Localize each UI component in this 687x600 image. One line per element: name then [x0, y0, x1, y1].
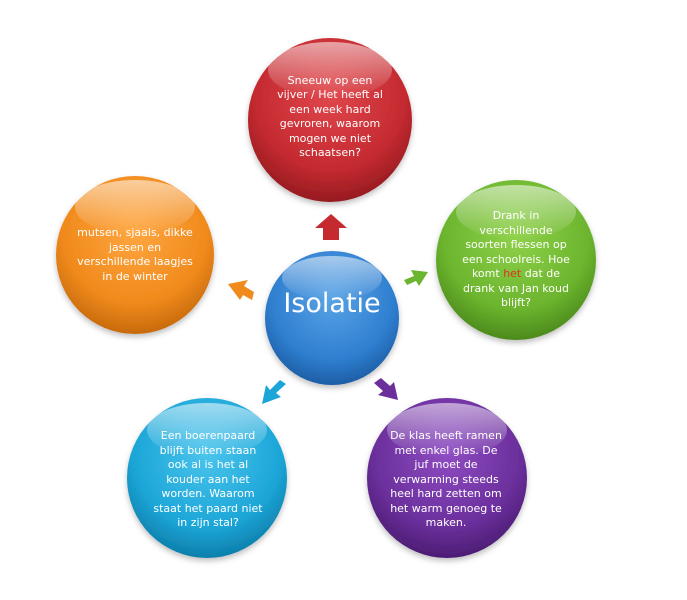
node-bottom-left — [127, 398, 287, 558]
node-bottom-right — [367, 398, 527, 558]
node-right-label: Drank in verschillende soorten flessen o… — [458, 209, 574, 311]
node-top — [248, 38, 412, 202]
node-right-highlight: het — [503, 267, 522, 281]
arrow-bottom-left — [262, 380, 286, 404]
node-bottom-left-text: Een boerenpaard blijft buiten staan ook … — [150, 420, 266, 540]
node-left-label: mutsen, sjaals, dikke jassen en verschil… — [77, 226, 193, 283]
node-left — [56, 176, 214, 334]
node-bottom-right-text: De klas heeft ramen met enkel glas. De j… — [386, 425, 506, 535]
arrow-bottom-right — [374, 378, 398, 400]
node-right-text-after: dat de drank van Jan koud blijft? — [463, 267, 569, 310]
node-right-text: Drank in verschillende soorten flessen o… — [458, 200, 574, 320]
node-right — [436, 180, 596, 340]
node-right-text-before: Drank in verschillende soorten flessen o… — [462, 209, 570, 281]
arrow-top — [315, 214, 347, 240]
arrow-right — [404, 270, 428, 286]
arrow-left — [228, 280, 254, 300]
node-top-label: Sneeuw op een vijver / Het heeft al een … — [277, 73, 383, 160]
center-label: Isolatie — [283, 287, 381, 319]
node-left-text: mutsen, sjaals, dikke jassen en verschil… — [76, 215, 194, 295]
node-top-text: Sneeuw op een vijver / Het heeft al een … — [272, 62, 388, 172]
node-bottom-right-label: De klas heeft ramen met enkel glas. De j… — [390, 429, 502, 530]
node-center — [265, 251, 399, 385]
node-bottom-left-label: Een boerenpaard blijft buiten staan ook … — [153, 429, 263, 530]
